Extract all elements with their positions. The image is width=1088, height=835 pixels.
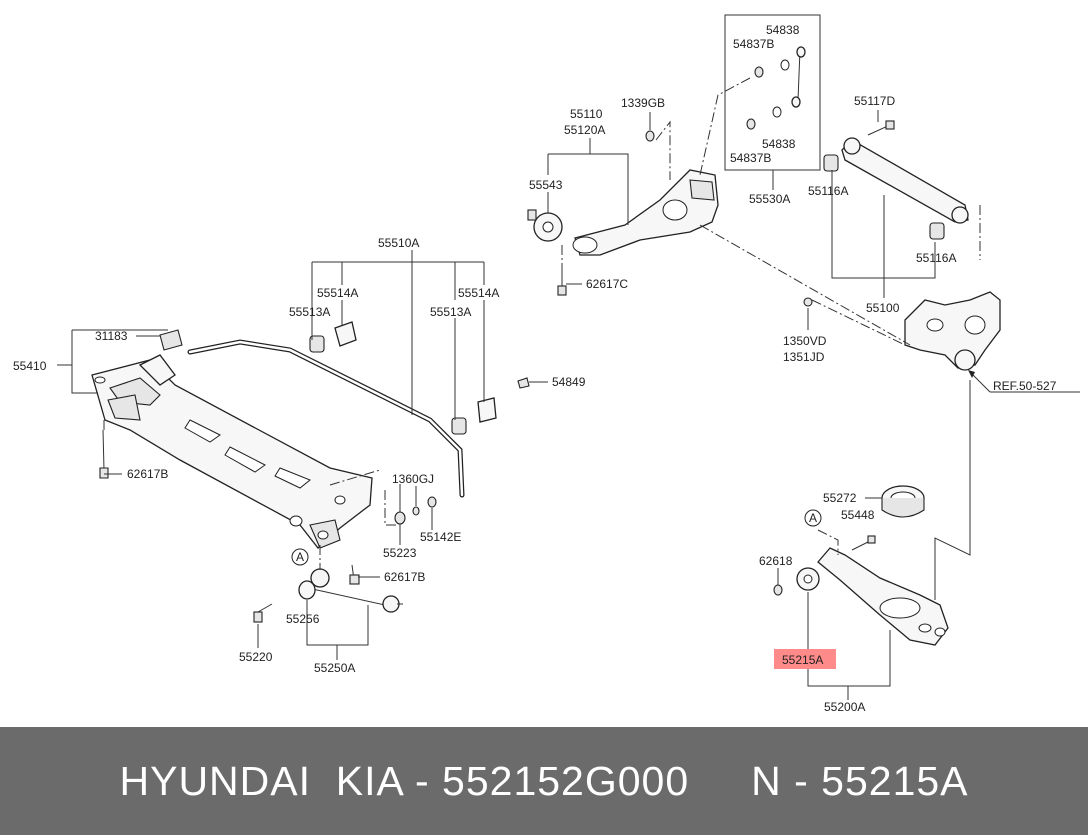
label-55256[interactable]: 55256: [286, 612, 320, 626]
label-55513a-left[interactable]: 55513A: [289, 305, 330, 319]
lower-arm-drawing: [773, 380, 971, 646]
label-55530a[interactable]: 55530A: [749, 192, 790, 206]
part-labels: 31183 55410 62617B 55510A 55514A 55513A …: [13, 23, 1057, 714]
label-62617c[interactable]: 62617C: [586, 277, 628, 291]
label-55410[interactable]: 55410: [13, 359, 47, 373]
upper-arm-drawing: [823, 120, 981, 260]
label-55514a-right[interactable]: 55514A: [458, 286, 499, 300]
label-55220[interactable]: 55220: [239, 650, 273, 664]
label-62617b-lower[interactable]: 62617B: [384, 570, 425, 584]
parts-diagram: A A 31183 55410 62617B 55510A 55514A 555…: [13, 14, 1080, 714]
stabilizer-bar-drawing: [187, 321, 530, 498]
highlight-55215a: [774, 649, 836, 669]
marker-a-right: A: [804, 509, 822, 527]
label-55223[interactable]: 55223: [383, 546, 417, 560]
label-55200a[interactable]: 55200A: [824, 700, 865, 714]
label-55250a[interactable]: 55250A: [314, 661, 355, 675]
label-55510a[interactable]: 55510A: [378, 236, 419, 250]
label-55116a-bottom[interactable]: 55116A: [916, 251, 956, 265]
label-54849[interactable]: 54849: [552, 375, 586, 389]
svg-text:A: A: [809, 511, 817, 525]
label-54837b-bottom[interactable]: 54837B: [730, 151, 771, 165]
label-62617b-upper[interactable]: 62617B: [127, 467, 168, 481]
crossmember-drawing: [91, 329, 373, 549]
label-1350vd[interactable]: 1350VD: [783, 334, 827, 348]
label-54838-top[interactable]: 54838: [766, 23, 800, 37]
svg-text:A: A: [296, 550, 304, 564]
label-55215a[interactable]: 55215A: [782, 653, 823, 667]
label-55142e[interactable]: 55142E: [420, 530, 461, 544]
label-55120a[interactable]: 55120A: [564, 123, 605, 137]
label-54837b-top[interactable]: 54837B: [733, 37, 774, 51]
label-55116a-top[interactable]: 55116A: [808, 184, 848, 198]
label-ref-50-527[interactable]: REF.50-527: [993, 379, 1057, 393]
label-31183[interactable]: 31183: [95, 329, 128, 343]
trailing-link-drawing: [253, 545, 403, 623]
label-62618[interactable]: 62618: [759, 554, 793, 568]
label-1360gj[interactable]: 1360GJ: [392, 472, 434, 486]
footer-bar: HYUNDAI KIA - 552152G000 N - 55215A: [0, 727, 1088, 835]
label-55100[interactable]: 55100: [866, 301, 900, 315]
small-fasteners-drawing: [329, 469, 437, 526]
trailing-arm-drawing: [527, 120, 719, 296]
label-55543[interactable]: 55543: [529, 178, 563, 192]
marker-a-left: A: [291, 548, 309, 566]
label-1351jd[interactable]: 1351JD: [783, 350, 825, 364]
footer-part-number: HYUNDAI KIA - 552152G000 N - 55215A: [119, 757, 969, 804]
label-1339gb[interactable]: 1339GB: [621, 96, 665, 110]
ref-arrow: [968, 370, 1080, 393]
leader-lines: [57, 110, 936, 700]
label-55448[interactable]: 55448: [841, 508, 875, 522]
label-55110[interactable]: 55110: [570, 107, 603, 121]
label-55514a-left[interactable]: 55514A: [317, 286, 358, 300]
label-55117d[interactable]: 55117D: [854, 94, 895, 108]
knuckle-drawing: [699, 224, 1001, 371]
label-55272[interactable]: 55272: [823, 491, 857, 505]
label-55513a-right[interactable]: 55513A: [430, 305, 471, 319]
label-54838-bottom[interactable]: 54838: [762, 137, 796, 151]
